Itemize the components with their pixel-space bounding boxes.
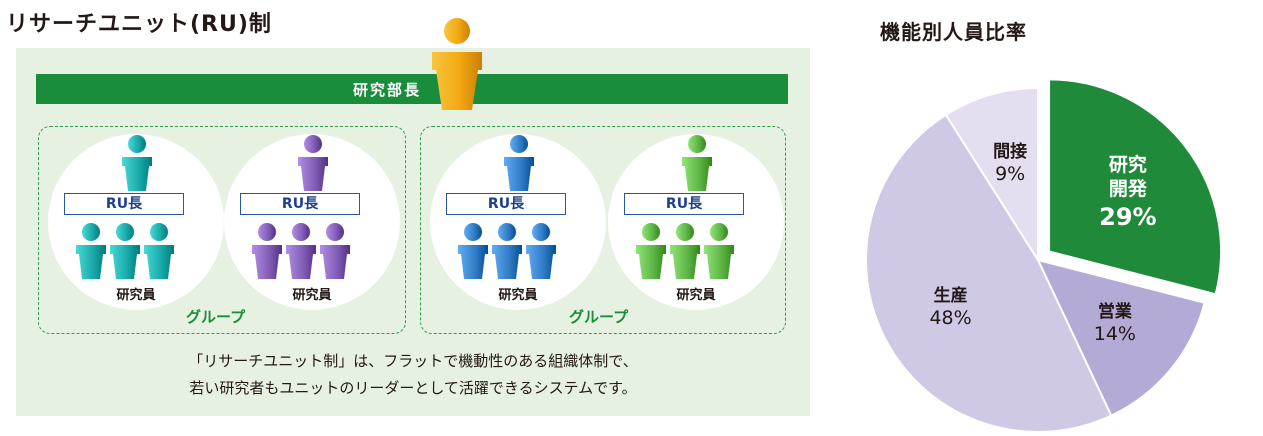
research-unit-3: RU長 研究員 bbox=[430, 134, 606, 310]
pie-chart bbox=[865, 78, 1223, 433]
researcher-icon bbox=[492, 223, 522, 279]
pie-slice-2 bbox=[865, 113, 1113, 433]
researcher-icon bbox=[526, 223, 556, 279]
ru-leader-icon bbox=[504, 135, 534, 191]
group-box-left bbox=[38, 126, 406, 334]
ru-leader-icon bbox=[122, 135, 152, 191]
researcher-label: 研究員 bbox=[498, 288, 538, 303]
researcher-label: 研究員 bbox=[676, 288, 716, 303]
researcher-icon bbox=[76, 223, 106, 279]
research-unit-1: RU長 研究員 bbox=[48, 134, 224, 310]
ru-leader-label: RU長 bbox=[64, 193, 184, 215]
researcher-icon bbox=[110, 223, 140, 279]
ru-leader-label: RU長 bbox=[240, 193, 360, 215]
pie-slice-1 bbox=[1036, 258, 1206, 417]
researcher-icon bbox=[252, 223, 282, 279]
group-box-right bbox=[420, 126, 786, 334]
researcher-icon bbox=[144, 223, 174, 279]
ru-leader-icon bbox=[682, 135, 712, 191]
caption-line-2: 若い研究者もユニットのリーダーとして活躍できるシステムです。 bbox=[189, 379, 637, 397]
researcher-icon bbox=[636, 223, 666, 279]
director-figure-icon bbox=[432, 18, 482, 110]
researcher-icon bbox=[320, 223, 350, 279]
director-label: 研究部長 bbox=[352, 81, 421, 99]
research-unit-4: RU長 研究員 bbox=[608, 134, 784, 310]
group-label-right: グループ bbox=[563, 306, 635, 327]
researcher-label: 研究員 bbox=[292, 288, 332, 303]
pie-slice-3 bbox=[944, 86, 1039, 264]
group-label-left: グループ bbox=[180, 306, 252, 327]
researcher-label: 研究員 bbox=[116, 288, 156, 303]
researcher-icon bbox=[670, 223, 700, 279]
ru-leader-icon bbox=[298, 135, 328, 191]
researcher-icon bbox=[458, 223, 488, 279]
org-diagram-title: リサーチユニット(RU)制 bbox=[6, 12, 272, 37]
pie-slice-0 bbox=[1048, 78, 1223, 296]
caption-line-1: 「リサーチユニット制」は、フラットで機動性のある組織体制で、 bbox=[188, 352, 638, 370]
ru-leader-label: RU長 bbox=[624, 193, 744, 215]
ru-leader-label: RU長 bbox=[446, 193, 566, 215]
researcher-icon bbox=[704, 223, 734, 279]
research-unit-2: RU長 研究員 bbox=[224, 134, 400, 310]
chart-title: 機能別人員比率 bbox=[880, 20, 1027, 44]
researcher-icon bbox=[286, 223, 316, 279]
director-bar bbox=[36, 74, 788, 104]
